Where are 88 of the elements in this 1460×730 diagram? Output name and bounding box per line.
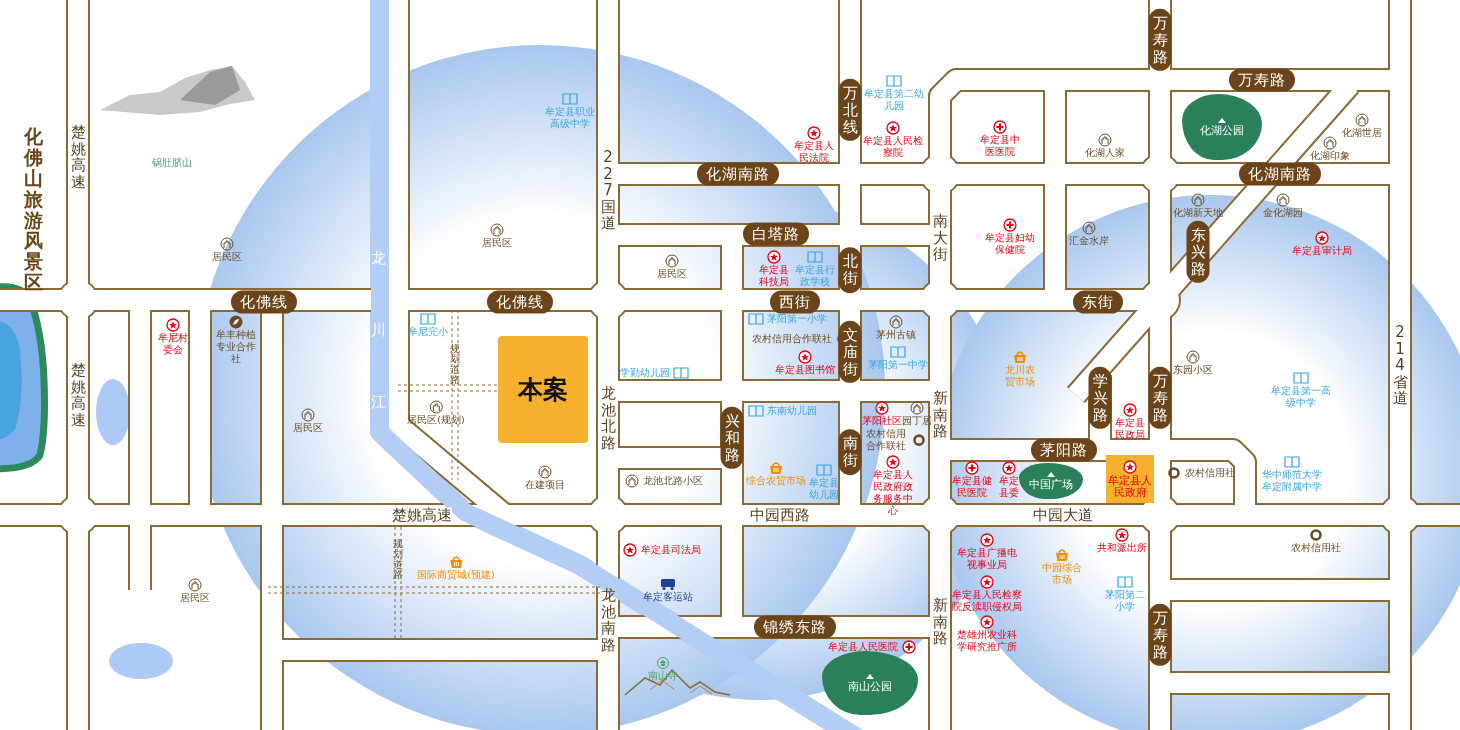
place-label: 居民区 xyxy=(293,422,323,434)
road-name-tag: 万寿路 xyxy=(1148,603,1172,667)
vertical-road-name: 化佛山旅游风景区 xyxy=(23,126,43,294)
place-label: 牟定客运站 xyxy=(643,591,693,603)
place-label: 楚雄州农业科学研究推广所 xyxy=(956,629,1018,653)
road-name: 中园西路 xyxy=(750,507,810,523)
vertical-road-name: 规划道路 xyxy=(450,344,460,386)
road-name-tag: 茅阳路 xyxy=(1031,438,1097,462)
place-label: 农村信用合作联社 xyxy=(752,333,832,345)
vertical-road-name: 南大街 xyxy=(932,213,948,263)
place-label: 华中师范大学牟定附属中学 xyxy=(1261,469,1323,493)
place-label: 牟定县人民检察院 xyxy=(862,135,924,159)
project-box: 本案 xyxy=(498,336,588,443)
place-label: 共和派出所 xyxy=(1097,542,1147,554)
place-label: 居民区 xyxy=(180,592,210,604)
place-label: 牟定县职业高级中学 xyxy=(544,106,596,130)
road-name-tag: 白塔路 xyxy=(743,222,809,246)
place-label: 在建项目 xyxy=(525,479,565,491)
vertical-road-name: 227国道 xyxy=(600,148,616,232)
place-label: 牟丰种植专业合作社 xyxy=(215,329,257,365)
road-name: 中园大道 xyxy=(1033,507,1093,523)
highlight-box xyxy=(1106,455,1154,503)
place-label: 牟定县第一高级中学 xyxy=(1270,385,1332,409)
road-name-tag: 南街 xyxy=(838,429,862,475)
place-label: 汇金水岸 xyxy=(1069,235,1109,247)
road-name-tag: 万寿路 xyxy=(1229,68,1295,92)
park-area xyxy=(822,651,918,715)
place-label: 牟定县委 xyxy=(998,475,1020,499)
road-name-tag: 兴和路 xyxy=(720,406,744,470)
road-name-tag: 西街 xyxy=(770,290,820,314)
vertical-road-name: 214省道 xyxy=(1392,323,1408,407)
road-name-tag: 北街 xyxy=(838,247,862,293)
place-label: 茅阳第二小学 xyxy=(1105,589,1145,613)
place-label: 中园综合市场 xyxy=(1042,562,1082,586)
place-label: 化湖印象 xyxy=(1310,150,1350,162)
place-label: 国际商贸城(预建) xyxy=(417,569,495,581)
place-label: 牟定县人民法院 xyxy=(794,140,834,164)
road-name-tag: 东兴路 xyxy=(1186,220,1210,284)
vertical-road-name: 楚姚高速 xyxy=(70,362,86,428)
place-label: 牟定县人民医院 xyxy=(828,641,898,653)
vertical-road-name: 龙池南路 xyxy=(600,587,616,653)
place-label: 牟定县司法局 xyxy=(641,544,701,556)
road-name-tag: 化湖南路 xyxy=(1239,162,1321,186)
vertical-road-name: 楚姚高速 xyxy=(70,124,86,190)
place-label: 牟定县人民政府政务服务中心 xyxy=(872,469,914,517)
road-name-tag: 锦绣东路 xyxy=(754,615,836,639)
place-label: 牟定县人民政府 xyxy=(1108,473,1152,499)
vertical-road-name: 新南路 xyxy=(932,390,948,440)
park-name: 南山公园 xyxy=(848,678,892,694)
road-name-tag: 万北线 xyxy=(838,78,862,142)
road-name-tag: 化佛线 xyxy=(231,290,297,314)
place-label: 居民区 xyxy=(212,251,242,263)
place-label: 学勤幼儿园 xyxy=(620,367,670,379)
place-label: 牟尼村委会 xyxy=(158,332,188,356)
place-label: 东南幼儿园 xyxy=(767,405,817,417)
place-label: 牟定县妇幼保健院 xyxy=(985,232,1035,256)
place-label: 龙池北路小区 xyxy=(643,475,703,487)
road-name: 楚姚高速 xyxy=(392,507,452,523)
place-label: 化湖世居 xyxy=(1342,127,1382,139)
road-name-tag: 东街 xyxy=(1073,290,1123,314)
place-label: 农村信用社 xyxy=(1291,542,1341,554)
park-name: 化湖公园 xyxy=(1200,122,1244,138)
place-label: 牟定县幼儿园 xyxy=(809,477,839,501)
road-name-tag: 化佛线 xyxy=(487,290,553,314)
place-label: 居民区 xyxy=(657,268,687,280)
place-label: 茅阳第一小学 xyxy=(767,313,827,325)
place-label: 锅肚脐山 xyxy=(152,158,192,168)
place-label: 牟定县民政局 xyxy=(1115,417,1145,441)
place-label: 化湖人家 xyxy=(1085,147,1125,159)
vertical-road-name: 新南路 xyxy=(932,597,948,647)
vertical-road-name: 龙川江 xyxy=(370,248,386,413)
place-label: 龙川农贸市场 xyxy=(1004,364,1036,388)
road-name-tag: 学兴路 xyxy=(1088,366,1112,430)
place-label: 综合农贸市场 xyxy=(746,475,806,487)
place-label: 牟定县健民医院 xyxy=(952,475,992,499)
road-name-tag: 文庙街 xyxy=(838,320,862,384)
park-name: 中国广场 xyxy=(1029,476,1073,492)
place-label: 牟定县中医医院 xyxy=(979,134,1021,158)
place-label: 牟定县行政学校 xyxy=(795,264,835,288)
road-name-tag: 万寿路 xyxy=(1148,366,1172,430)
road-name-tag: 万寿路 xyxy=(1148,8,1172,72)
place-label: 牟定县审计局 xyxy=(1292,245,1352,257)
place-label: 金化湖园 xyxy=(1263,207,1303,219)
vertical-road-name: 规划道路 xyxy=(393,539,403,581)
road-name-tag: 化湖南路 xyxy=(697,162,779,186)
place-label: 居民区 xyxy=(482,237,512,249)
place-label: 牟定县人民检察院反渎职侵权局 xyxy=(951,589,1023,613)
place-label: 牟定县广播电视事业局 xyxy=(956,547,1018,571)
